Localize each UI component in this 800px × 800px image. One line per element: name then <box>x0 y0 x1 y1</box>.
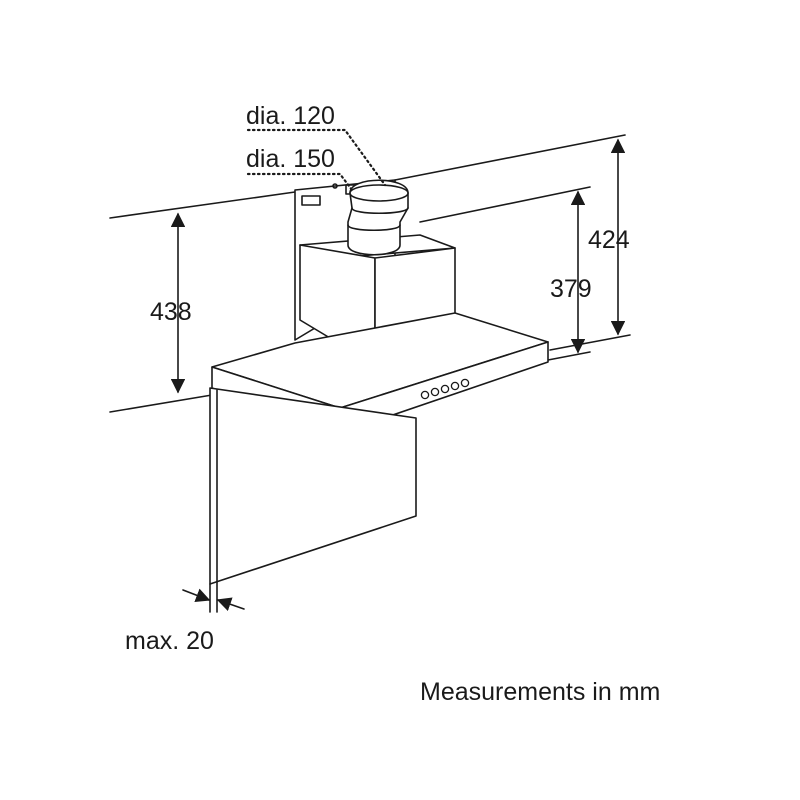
duct-lower-ring <box>347 224 401 231</box>
max-20-label: max. 20 <box>125 627 214 655</box>
bracket-slot-left <box>301 195 321 206</box>
control-button-1[interactable] <box>420 390 430 400</box>
gap-arrow-left <box>182 588 211 603</box>
dia-150-label: dia. 150 <box>246 145 335 173</box>
hood-top-reference-line <box>419 186 591 223</box>
dia-120-leader <box>246 128 387 187</box>
control-button-5[interactable] <box>460 378 470 388</box>
units-note: Measurements in mm <box>420 678 660 706</box>
control-button-3[interactable] <box>440 384 450 394</box>
control-button-2[interactable] <box>430 387 440 397</box>
ceiling-line-right <box>394 134 626 181</box>
ceiling-line-left <box>109 191 296 219</box>
duct-step-ring <box>351 207 409 214</box>
dimension-379-label: 379 <box>550 275 592 303</box>
back-panel <box>209 387 417 585</box>
worktop-line-right <box>549 334 631 351</box>
control-buttons <box>420 378 470 400</box>
duct-opening <box>349 184 409 202</box>
dimension-424-label: 424 <box>588 226 630 254</box>
hood-bottom-reference-line <box>547 351 591 361</box>
worktop-line-left <box>109 394 213 413</box>
bracket-hole <box>332 183 338 189</box>
dia-120-label: dia. 120 <box>246 102 335 130</box>
dimension-438-label: 438 <box>150 298 192 326</box>
gap-arrow-right <box>216 597 245 612</box>
control-button-4[interactable] <box>450 381 460 391</box>
dia-150-leader <box>246 172 354 192</box>
